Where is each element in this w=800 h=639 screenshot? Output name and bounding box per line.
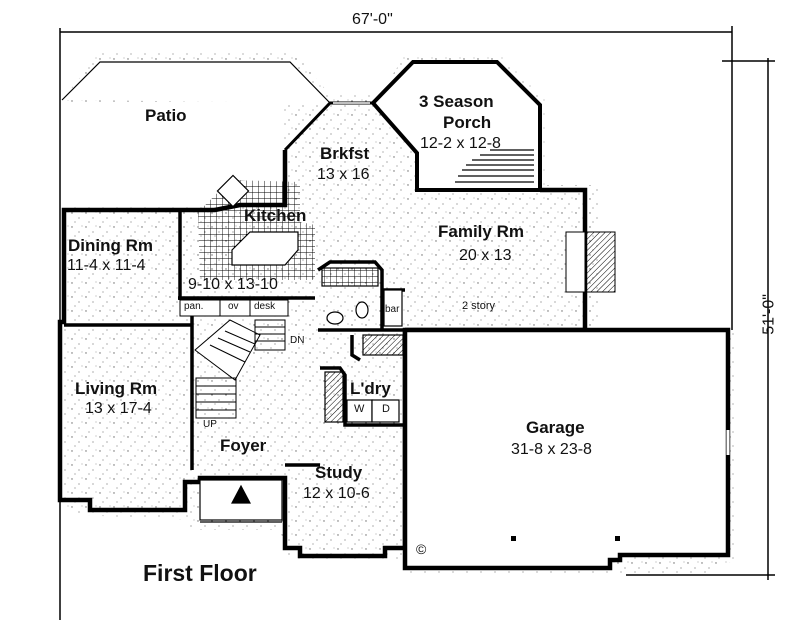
entry-arrow-icon [231, 484, 251, 504]
room-living-name: Living Rm [75, 379, 158, 398]
room-family-note: 2 story [462, 300, 496, 312]
counter-cabinets [179, 299, 289, 317]
room-foyer-name: Foyer [220, 436, 267, 455]
interior-walls [64, 210, 405, 470]
front-entry [199, 479, 283, 523]
room-porch-name-line2: Porch [443, 113, 492, 132]
room-family-dims: 20 x 13 [459, 247, 512, 264]
floor-title: First Floor [143, 560, 257, 586]
patio-outline [61, 61, 331, 104]
room-porch-dims: 12-2 x 12-8 [420, 135, 501, 152]
pantry-label: pan. [184, 301, 204, 312]
room-study-name: Study [315, 463, 363, 482]
fireplace [565, 231, 616, 293]
room-garage-name: Garage [526, 418, 585, 437]
staircase [194, 319, 286, 419]
room-dining-name: Dining Rm [68, 236, 153, 255]
room-porch-name-line1: 3 Season [419, 92, 494, 111]
laundry-washer-label: W [354, 403, 365, 415]
copyright-icon: © [416, 541, 427, 557]
porch-steps [455, 149, 534, 183]
room-living-dims: 13 x 17-4 [85, 400, 152, 417]
room-dining-dims: 11-4 x 11-4 [67, 257, 146, 274]
laundry-dryer-label: D [382, 403, 390, 415]
bar-label: bar [385, 304, 400, 315]
room-kitchen-name: Kitchen [244, 206, 307, 225]
kitchen-sink [216, 174, 250, 208]
kitchen-island [231, 231, 299, 266]
powder-room-fixtures [321, 267, 403, 327]
room-family-name: Family Rm [438, 222, 524, 241]
overall-width-label: 67'-0" [352, 11, 393, 28]
stairs-up-label: UP [203, 419, 217, 430]
stairs-down-label: DN [290, 335, 305, 346]
room-kitchen-dims: 9-10 x 13-10 [188, 276, 278, 293]
desk-label: desk [254, 301, 276, 312]
garage-walls [402, 327, 731, 571]
room-garage-dims: 31-8 x 23-8 [511, 441, 592, 458]
oven-label: ov [228, 301, 239, 312]
porch-walls [370, 60, 542, 192]
room-patio-name: Patio [145, 106, 187, 125]
room-brkfst-dims: 13 x 16 [317, 166, 370, 183]
overall-depth-label: 51'-0" [760, 294, 778, 335]
laundry-fixtures [324, 334, 404, 423]
room-brkfst-name: Brkfst [320, 144, 370, 163]
room-study-dims: 12 x 10-6 [303, 485, 370, 502]
room-laundry-name: L'dry [350, 379, 391, 398]
